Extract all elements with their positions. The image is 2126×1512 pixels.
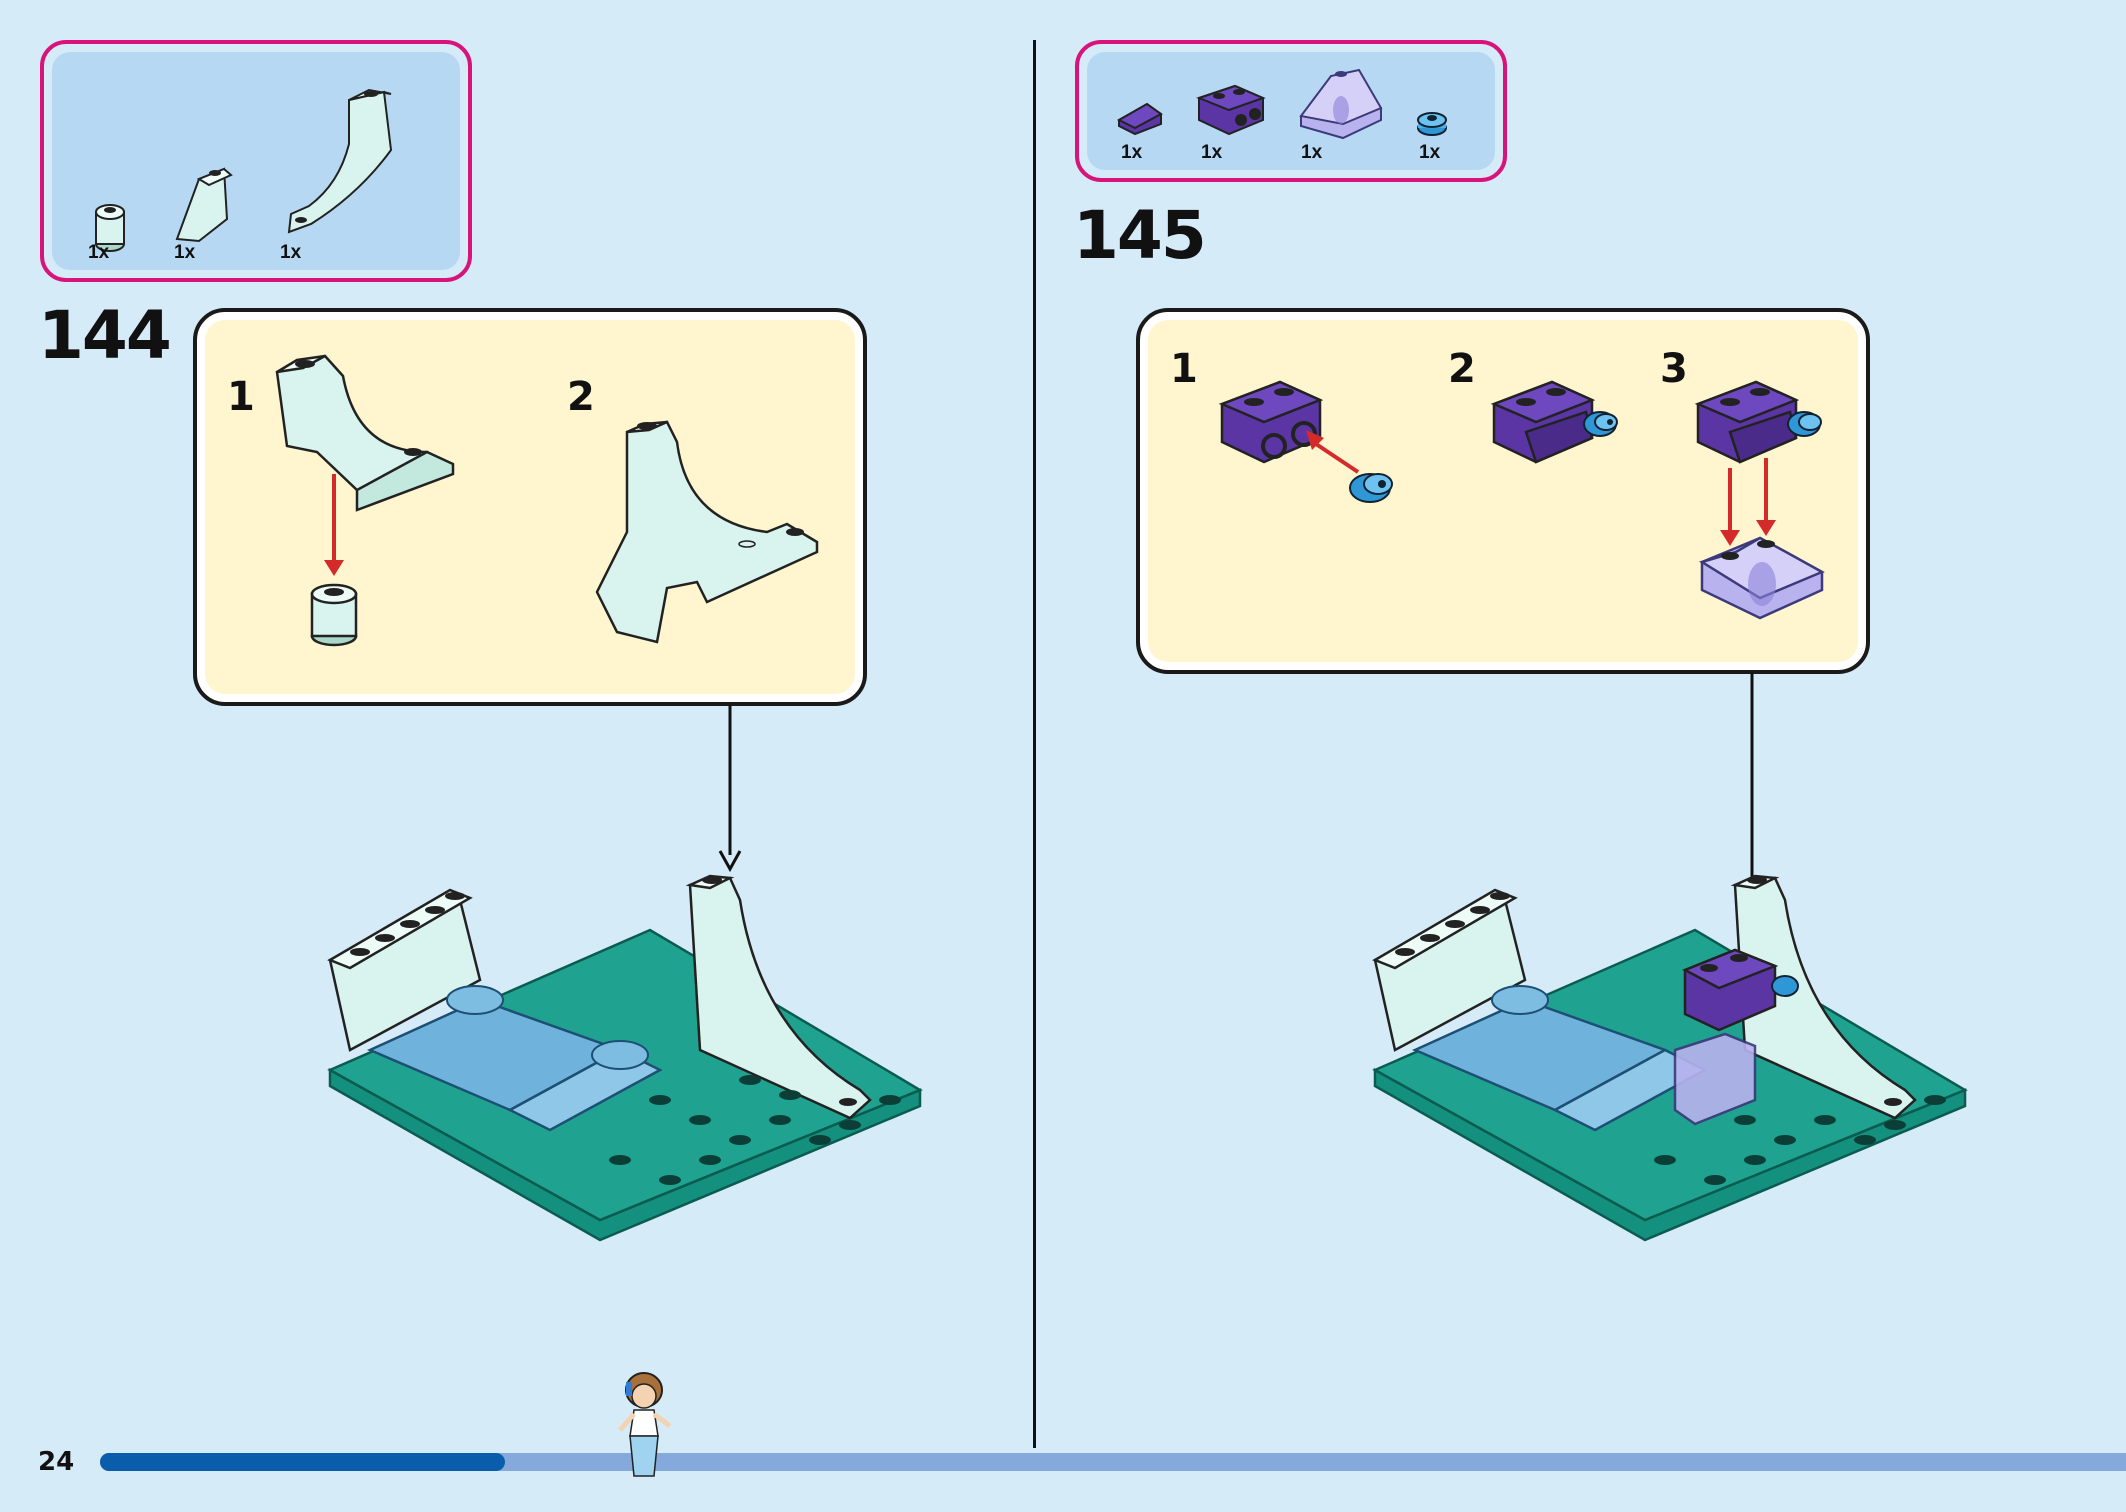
part-qty: 1x bbox=[88, 242, 110, 263]
transparent-slope-icon bbox=[1299, 68, 1383, 140]
substep-callout-145: 1 2 3 bbox=[1136, 308, 1870, 674]
parts-list-step-145: 1x 1x 1x 1x bbox=[1075, 40, 1507, 182]
parts-list-step-144: 1x 1x 1x bbox=[40, 40, 472, 282]
round-brick-1x1-icon bbox=[95, 204, 125, 252]
step-number: 145 bbox=[1073, 197, 1207, 274]
page-number: 24 bbox=[38, 1447, 75, 1477]
purple-brick-with-studs-icon bbox=[1196, 84, 1266, 136]
assembly-above-transparent-slope-illustration bbox=[1694, 380, 1825, 620]
assembled-arch-illustration bbox=[595, 420, 819, 644]
part-qty: 1x bbox=[1301, 142, 1323, 163]
blue-round-plate-icon bbox=[1417, 112, 1447, 136]
substep-number: 1 bbox=[227, 374, 255, 420]
substep-number: 3 bbox=[1660, 346, 1688, 392]
part-qty: 1x bbox=[174, 242, 196, 263]
model-illustration-step-145 bbox=[1372, 874, 1968, 1242]
step-number: 144 bbox=[38, 297, 172, 374]
progress-bar bbox=[100, 1453, 2126, 1471]
substep-number: 2 bbox=[567, 374, 595, 420]
callout-pointer-arrow bbox=[718, 705, 742, 873]
page-divider bbox=[1033, 40, 1036, 1448]
minifigure-progress-marker-icon bbox=[618, 1372, 672, 1477]
purple-slope-attached-illustration bbox=[1490, 380, 1618, 464]
curved-arch-icon bbox=[287, 88, 393, 234]
part-qty: 1x bbox=[280, 242, 302, 263]
arch-brick-illustration bbox=[275, 354, 455, 647]
part-qty: 1x bbox=[1201, 142, 1223, 163]
slope-brick-icon bbox=[175, 167, 233, 243]
progress-bar-fill bbox=[100, 1453, 505, 1471]
model-illustration-step-144 bbox=[327, 874, 923, 1242]
purple-slope-icon bbox=[1116, 102, 1163, 136]
part-qty: 1x bbox=[1121, 142, 1143, 163]
purple-brick-with-plate-illustration bbox=[1218, 380, 1393, 503]
substep-callout-144: 1 2 bbox=[193, 308, 867, 706]
substep-number: 2 bbox=[1448, 346, 1476, 392]
part-qty: 1x bbox=[1419, 142, 1441, 163]
substep-number: 1 bbox=[1170, 346, 1198, 392]
